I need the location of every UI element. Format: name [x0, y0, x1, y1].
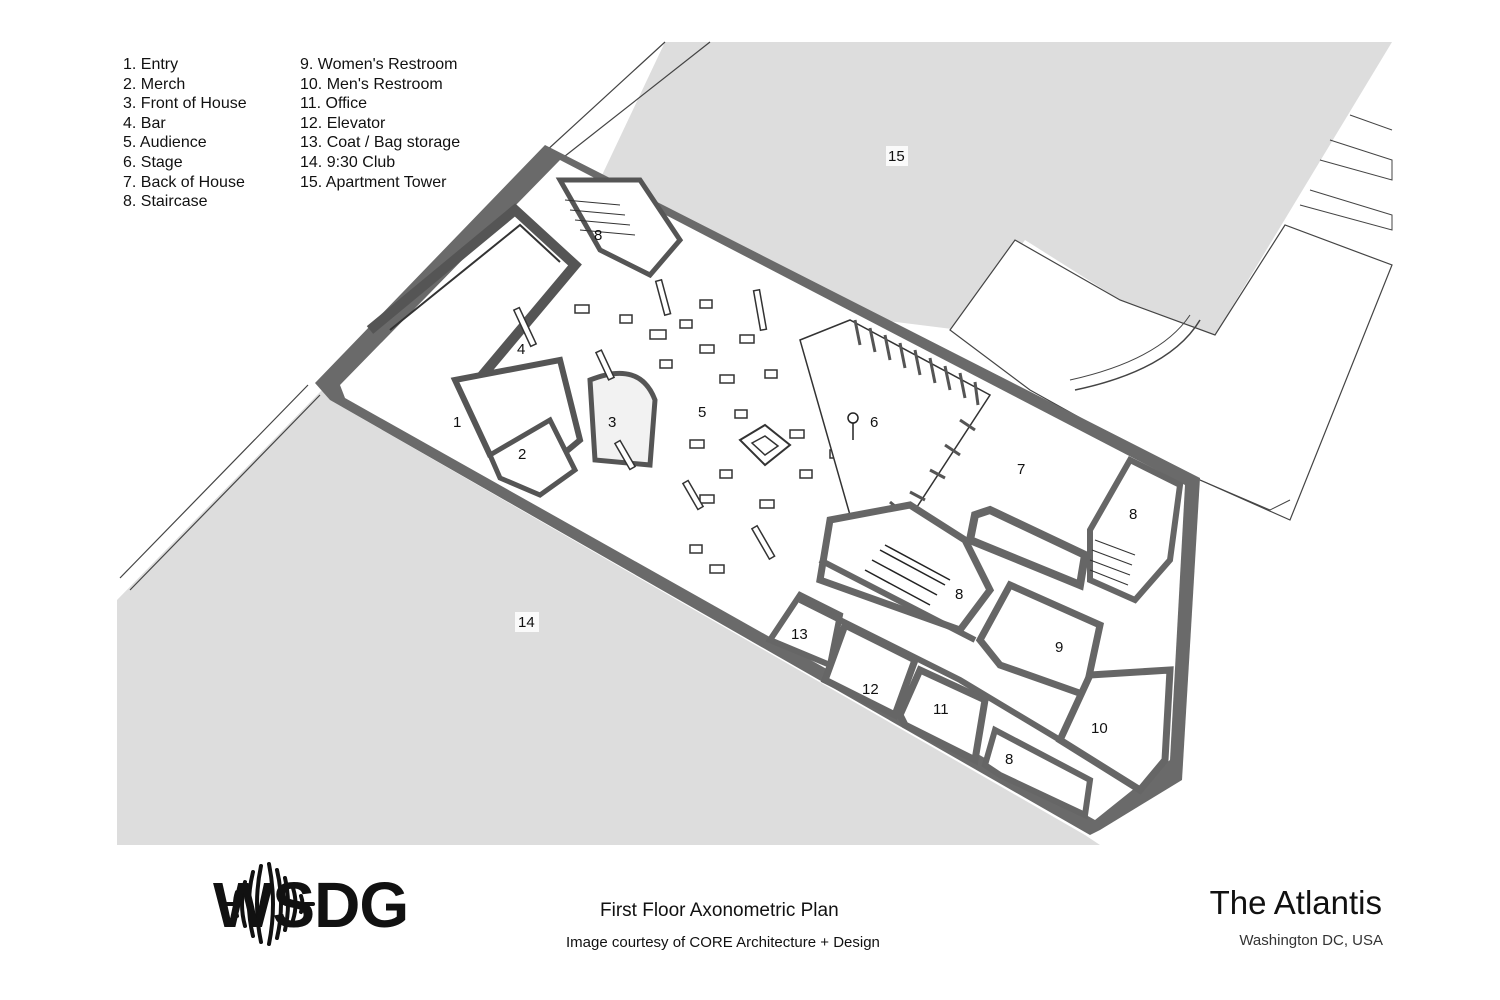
- label-apartment-tower: 15: [888, 148, 905, 165]
- street-line: [119, 384, 309, 579]
- building-apartment-tower: [595, 42, 1392, 335]
- caption-credit: Image courtesy of CORE Architecture + De…: [566, 934, 880, 951]
- right-edge-lines: [1349, 114, 1393, 131]
- stair-treads-top: [564, 199, 636, 236]
- legend-item: 13. Coat / Bag storage: [300, 134, 461, 152]
- wsdg-logo-text: WSDG: [213, 869, 409, 941]
- back-of-house-room: [965, 505, 1090, 591]
- legend-item: 9. Women's Restroom: [300, 56, 458, 73]
- right-edge-lines: [1199, 479, 1291, 511]
- legend-item: 7. Back of House: [123, 173, 245, 191]
- office-room: [896, 665, 989, 766]
- merch-room: [486, 416, 579, 498]
- label-entry: 1: [453, 414, 461, 431]
- label-elevator: 12: [862, 681, 879, 698]
- courtyard-curve: [1069, 314, 1191, 381]
- label-staircase-top: 8: [594, 227, 602, 244]
- label-office: 11: [933, 701, 949, 718]
- right-edge-lines: [1299, 189, 1393, 231]
- project-name: The Atlantis: [1209, 884, 1382, 921]
- audience-floor-pattern: [574, 299, 843, 574]
- street-line: [129, 394, 321, 591]
- label-staircase-center: 8: [955, 586, 963, 603]
- label-audience: 5: [698, 404, 706, 421]
- label-staircase-bottom: 8: [1005, 751, 1013, 768]
- label-930-club: 14: [518, 614, 535, 631]
- building-930-club: [117, 390, 1100, 845]
- legend-item: 15. Apartment Tower: [300, 173, 447, 191]
- legend-item: 8. Staircase: [123, 193, 208, 211]
- label-merch: 2: [518, 446, 526, 463]
- bar-counter-inner: [389, 223, 561, 331]
- project-location: Washington DC, USA: [1239, 932, 1383, 949]
- legend-column-1: 1. Entry 2. Merch 3. Front of House 4. B…: [123, 55, 247, 212]
- legend-item: 12. Elevator: [300, 114, 386, 132]
- legend-item: 5. Audience: [123, 134, 207, 152]
- street-line: [559, 41, 711, 161]
- legend-item: 6. Stage: [123, 153, 183, 171]
- label-staircase-right: 8: [1129, 506, 1137, 523]
- legend-item: 1. Entry: [123, 56, 179, 73]
- building-floor: [340, 160, 1185, 820]
- corridor-line: [798, 597, 1062, 743]
- staircase-top: [555, 177, 684, 279]
- audience-center-motif: [750, 435, 780, 456]
- room-labels: 15 14 1 2 3 4 5 6 7 8 8 8 8 9 10 11 12 1…: [453, 146, 1137, 768]
- audience-center-motif: [738, 423, 792, 467]
- legend-item: 3. Front of House: [123, 95, 247, 113]
- legend-item: 14. 9:30 Club: [300, 153, 396, 171]
- label-back-of-house: 7: [1017, 461, 1025, 478]
- legend-item: 10. Men's Restroom: [300, 75, 443, 93]
- legend-item: 2. Merch: [123, 75, 186, 93]
- legend-item: 4. Bar: [123, 114, 166, 132]
- wsdg-logo-mark: [223, 862, 315, 946]
- stage-acoustic-panels: [853, 319, 980, 514]
- caption-title: First Floor Axonometric Plan: [600, 900, 839, 921]
- columns: [512, 278, 776, 561]
- staircase-center: [816, 501, 995, 635]
- staircase-right: [1087, 456, 1184, 604]
- stage-platform: [799, 319, 992, 516]
- street-line: [544, 41, 666, 153]
- right-edge-lines: [1319, 139, 1393, 181]
- legend-item: 11. Office: [300, 95, 367, 113]
- legend-column-2: 9. Women's Restroom 10. Men's Restroom 1…: [300, 55, 460, 192]
- label-stage: 6: [870, 414, 878, 431]
- womens-restroom: [975, 580, 1105, 700]
- front-of-house-booth: [587, 370, 658, 468]
- stair-treads-right: [1089, 539, 1136, 586]
- label-bar: 4: [517, 341, 525, 358]
- courtyard-curve: [1074, 319, 1201, 391]
- label-coat-storage: 13: [791, 626, 808, 643]
- corridor-line: [818, 557, 977, 643]
- staircase-bottom: [981, 725, 1094, 820]
- label-womens-restroom: 9: [1055, 639, 1063, 656]
- label-mens-restroom: 10: [1091, 720, 1108, 737]
- mens-restroom: [1055, 666, 1174, 795]
- stair-treads-center: [864, 544, 951, 606]
- label-front-of-house: 3: [608, 414, 616, 431]
